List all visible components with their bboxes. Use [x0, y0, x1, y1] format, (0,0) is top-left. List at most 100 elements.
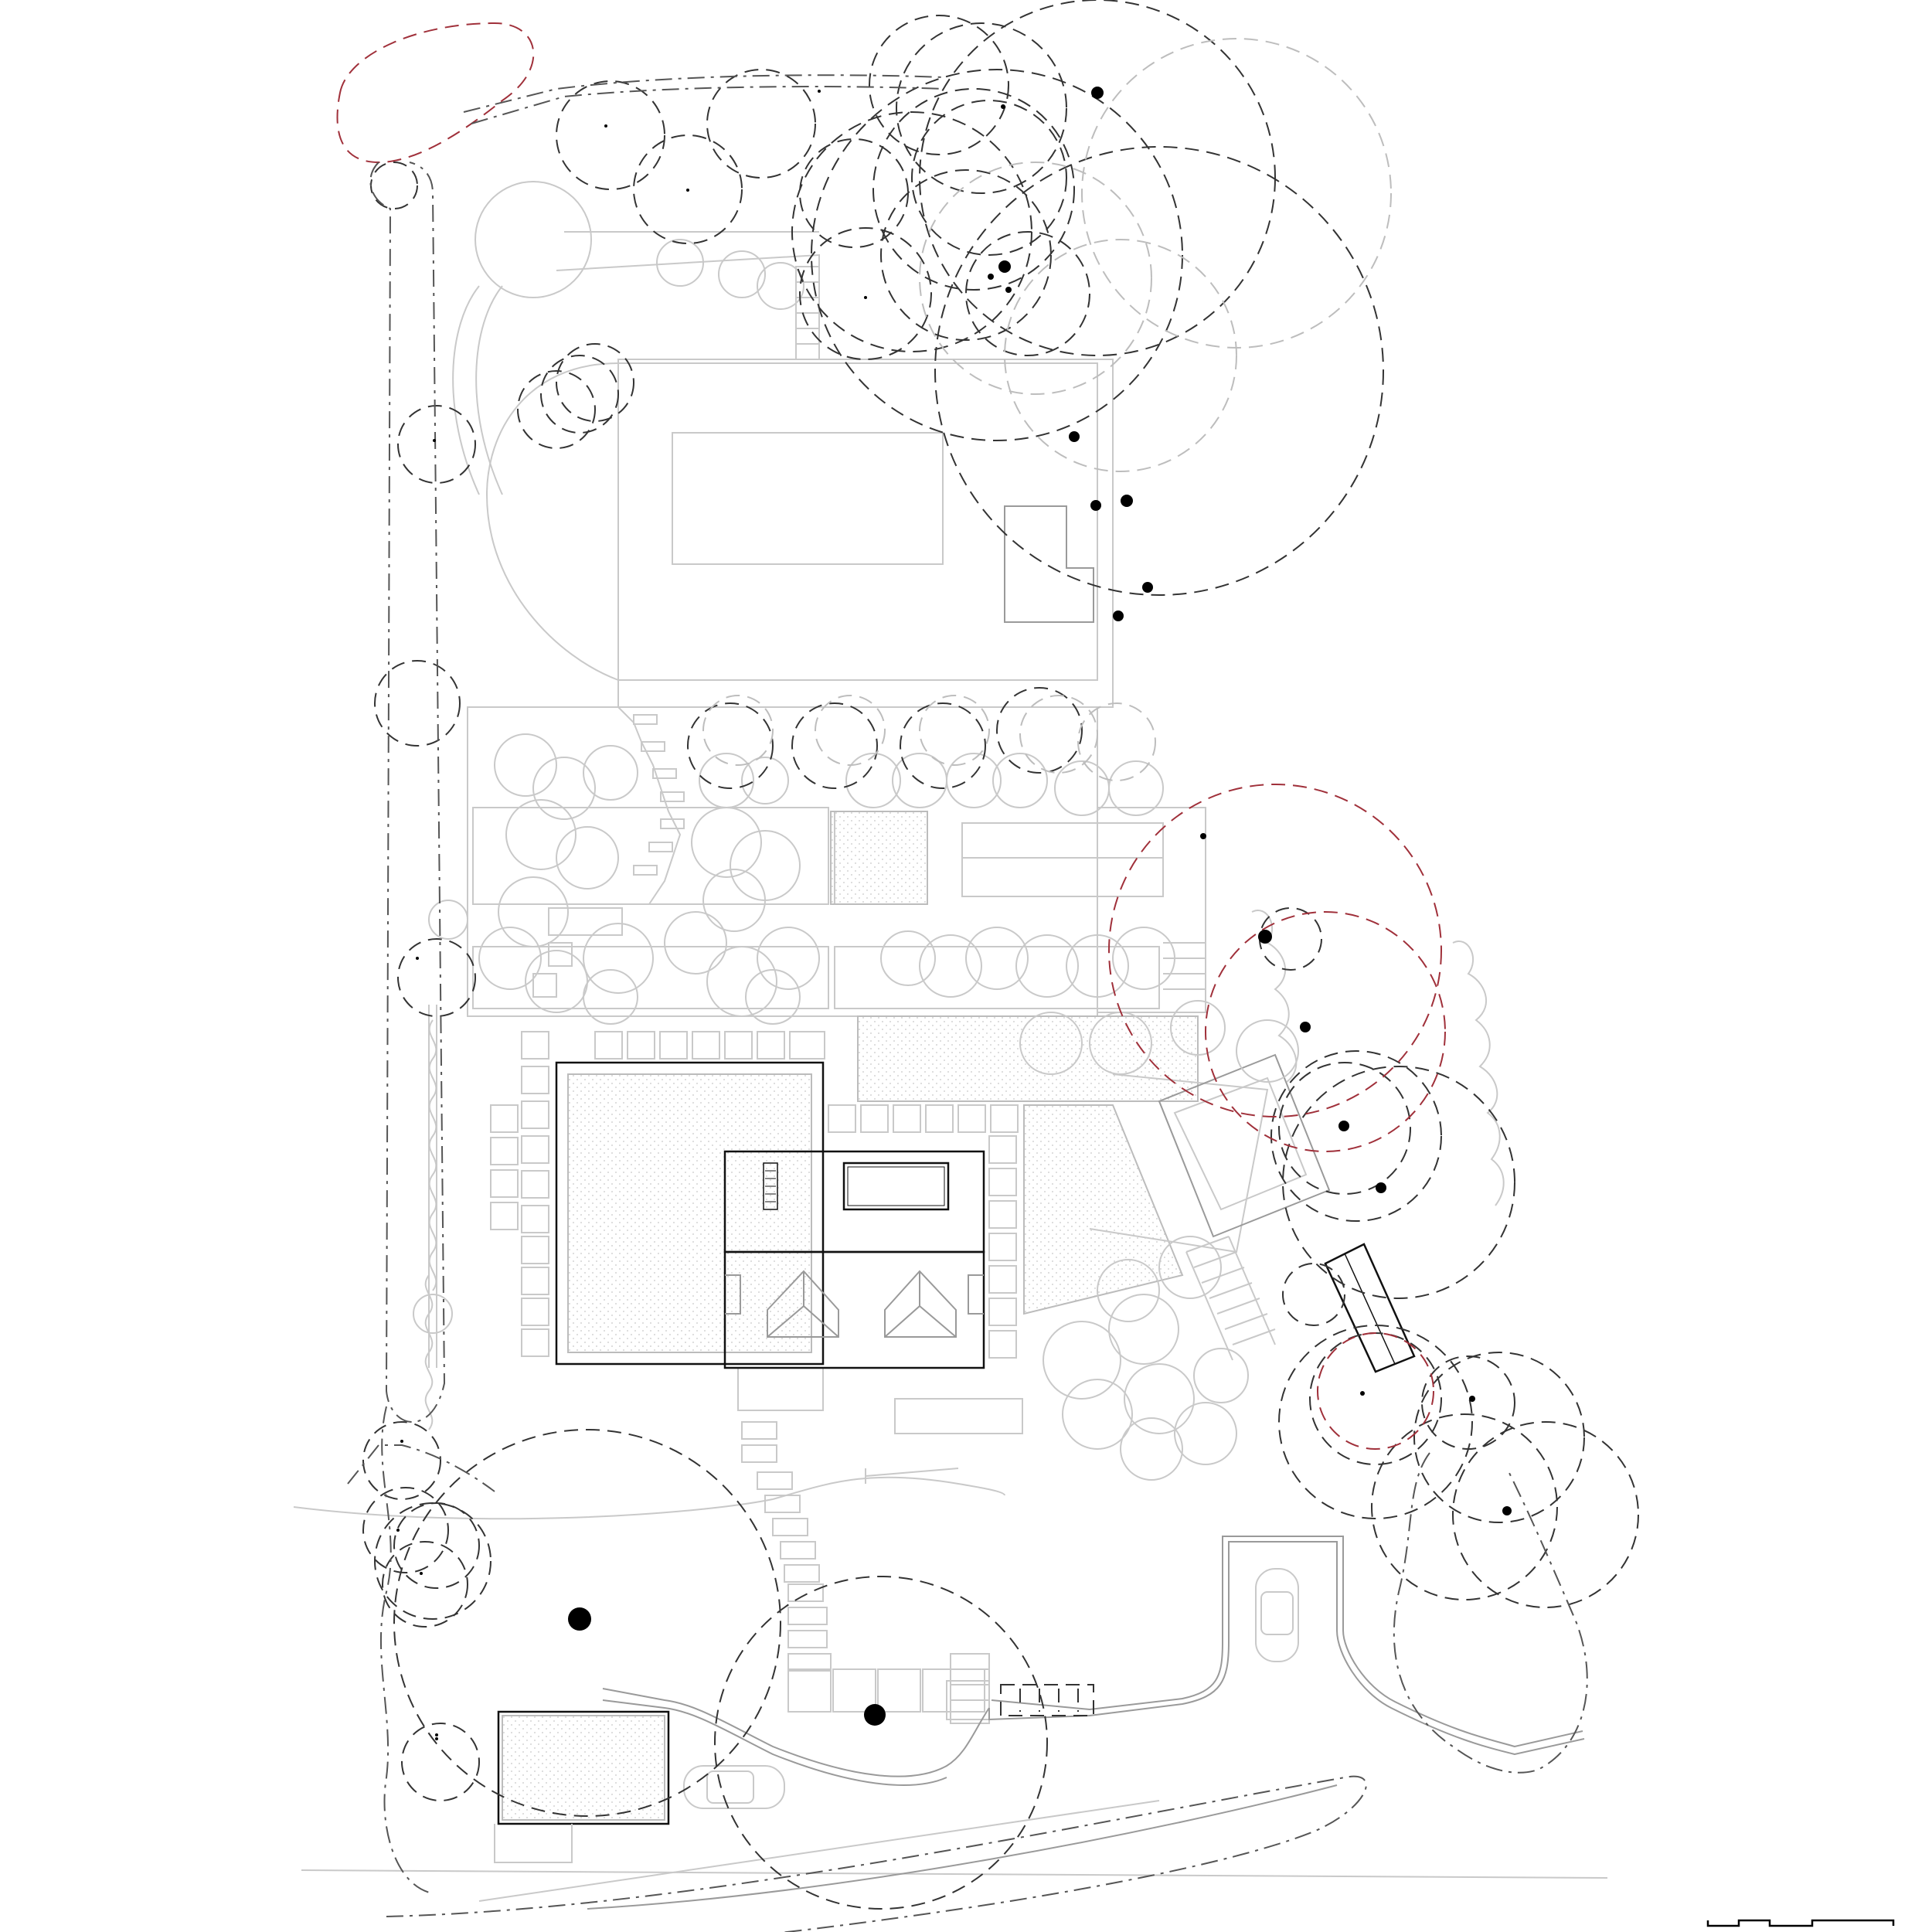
skylight — [842, 1162, 950, 1211]
tree-trunk-icon — [420, 1572, 423, 1575]
tree-trunk-icon — [1069, 431, 1080, 442]
circular-lawn — [474, 181, 592, 298]
tree-trunks — [396, 87, 1512, 1740]
tree-canopy-icon — [1413, 1352, 1585, 1523]
tree-canopy-icon — [1270, 1050, 1442, 1222]
shrub-icon — [1108, 760, 1164, 816]
tree-canopy-icon — [370, 162, 418, 209]
shrub-icon — [505, 799, 577, 870]
tree-trunk-icon — [1121, 495, 1133, 507]
tree-canopy-icon — [633, 134, 743, 244]
tree-trunk-icon — [1091, 87, 1104, 99]
tree-trunk-icon — [568, 1607, 591, 1631]
north-steps — [795, 266, 820, 360]
shrub-icon — [1043, 1321, 1121, 1400]
hedge-west — [424, 910, 1505, 1430]
tree-canopy-icon — [393, 1429, 781, 1817]
south-steps — [737, 1367, 832, 1672]
tree-trunk-icon — [435, 1737, 438, 1740]
tree-trunk-icon — [1376, 1182, 1386, 1193]
tree-canopy-icon — [1371, 1413, 1558, 1600]
tree-canopy-icon — [815, 695, 886, 766]
tree-trunk-icon — [1502, 1506, 1512, 1515]
tree-canopy-icon — [1452, 1421, 1639, 1608]
existing-structure — [1158, 1053, 1331, 1238]
tree-trunk-icon — [864, 1704, 886, 1726]
drain-grate — [1000, 1684, 1094, 1716]
shrub-icon — [428, 900, 468, 940]
tree-trunk-icon — [435, 1733, 438, 1736]
tree-canopy-icon — [401, 1723, 480, 1801]
tree-canopy-icon — [1309, 1332, 1442, 1465]
shrub-icon — [656, 239, 704, 287]
tree-trunk-icon — [400, 1440, 403, 1443]
shrub-icon — [718, 250, 766, 298]
tree-canopy-icon — [919, 162, 1152, 395]
tree-trunk-icon — [988, 274, 994, 280]
tree-canopy-icon — [799, 227, 932, 360]
shrub-icon — [1124, 1363, 1195, 1434]
shrub-icon — [525, 950, 588, 1013]
tree-canopy-icon — [869, 15, 1009, 155]
paving-row — [490, 1031, 1019, 1359]
tree-trunk-icon — [1113, 611, 1124, 621]
tree-canopy-icon — [556, 80, 665, 190]
shrub-icon — [965, 927, 1029, 990]
tree-canopy-icon — [374, 660, 461, 747]
garden-bed — [1023, 1104, 1184, 1315]
roof-dormer-left — [767, 1270, 839, 1338]
shrub-icon — [845, 753, 901, 808]
tree-trunk-icon — [998, 260, 1011, 273]
roof-dormer-right — [884, 1270, 957, 1338]
tree-canopy-icon — [714, 1576, 1048, 1910]
tree-trunk-icon — [686, 189, 689, 192]
scale-bar-icon — [1706, 1919, 1895, 1927]
tree-canopies — [362, 0, 1639, 1910]
driveway — [602, 1688, 990, 1777]
tree-trunk-icon — [818, 90, 821, 93]
lower-lawn — [502, 1715, 665, 1821]
existing-landscape — [293, 181, 1585, 1863]
tree-canopy-icon — [791, 702, 878, 789]
tree-canopy-icon — [374, 1502, 492, 1620]
solar-panel — [763, 1162, 778, 1210]
shrub-icon — [1236, 1019, 1299, 1083]
tree-canopy-icon — [934, 146, 1384, 596]
shrub-icon — [583, 745, 638, 801]
swimming-pool — [672, 432, 944, 565]
shrub-icon — [946, 753, 1002, 808]
tree-canopy-icon — [1081, 38, 1392, 349]
lawn-patch — [857, 1015, 1199, 1102]
tree-canopy-icon — [706, 69, 816, 179]
tree-canopy-icon — [1019, 695, 1098, 774]
car-icon — [1255, 1568, 1299, 1662]
shrub-icon — [699, 753, 754, 808]
tree-trunk-icon — [1469, 1396, 1475, 1402]
tree-canopy-icon — [382, 1541, 468, 1628]
shrub-icon — [1097, 1259, 1160, 1322]
shrub-icon — [1108, 1294, 1179, 1365]
tree-canopy-icon — [900, 702, 986, 789]
shrub-icon — [556, 826, 619, 889]
tree-canopy-icon — [702, 695, 774, 766]
house-building — [723, 1150, 985, 1369]
tree-canopy-icon — [362, 1421, 441, 1500]
shrub-icon — [1193, 1348, 1249, 1403]
oval-lawn — [485, 362, 1098, 681]
tree-canopy-icon — [1278, 1062, 1411, 1195]
shrub-icon — [757, 927, 820, 990]
tree-trunk-icon — [1001, 104, 1005, 109]
tree-trunk-icon — [396, 1529, 400, 1532]
shrub-icon — [741, 757, 789, 804]
tree-trunk-icon — [1338, 1121, 1349, 1131]
shrub-icon — [664, 911, 727, 975]
tree-trunk-icon — [1142, 582, 1153, 593]
tree-canopy-icon — [872, 88, 1075, 291]
shrub-icon — [880, 930, 936, 986]
tree-canopy-icon — [919, 0, 1276, 356]
shrub-icon — [583, 969, 638, 1025]
tree-trunk-icon — [864, 296, 867, 299]
shrub-icon — [478, 927, 542, 990]
shrub-icon — [583, 923, 654, 994]
